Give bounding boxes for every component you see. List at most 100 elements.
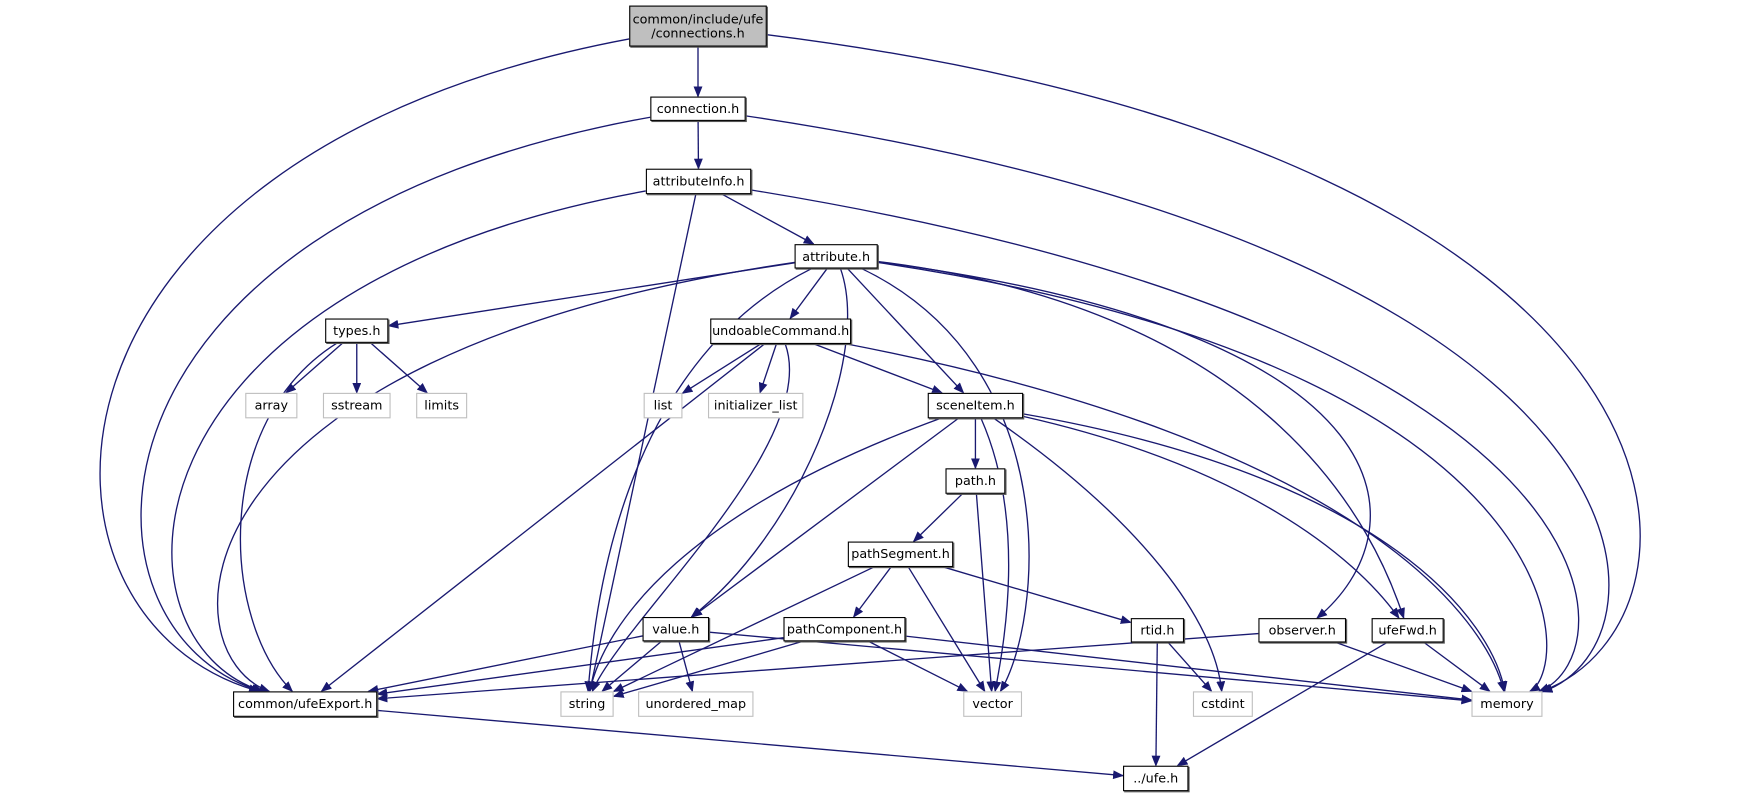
node-label: initializer_list — [713, 397, 798, 413]
edge-pathSegment-to-pathComponent — [852, 566, 892, 618]
edge-pathComponent-to-ufeExport — [376, 637, 784, 698]
node-vector: vector — [963, 691, 1023, 717]
edge-sceneItem-to-vector — [980, 418, 1010, 693]
edge-ufeExport-to-ufe — [377, 709, 1125, 780]
edge-sceneItem-to-cstdint — [993, 417, 1226, 693]
node-label: ../ufe.h — [1133, 770, 1179, 786]
edge-attribute-to-vector — [861, 267, 1030, 693]
edge-attributeInfo-to-memory — [751, 189, 1580, 692]
edge-types-to-ufeExport — [239, 342, 338, 693]
edge-attributeInfo-to-ufeExport — [171, 190, 646, 693]
edge-pathSegment-to-vector — [907, 566, 986, 693]
node-attributeinfo-h[interactable]: attributeInfo.h — [645, 168, 752, 195]
node-label: attribute.h — [802, 248, 871, 264]
edge-rtid-to-ufe — [1151, 642, 1161, 767]
edge-path-to-vector — [975, 493, 996, 693]
edge-sceneItem-to-memory — [1023, 413, 1508, 693]
node-memory: memory — [1471, 691, 1543, 717]
edge-attribute-to-string — [584, 267, 812, 693]
node-value-h[interactable]: value.h — [642, 616, 710, 642]
edge-pathComponent-to-string — [612, 640, 803, 698]
edge-value-to-memory — [709, 631, 1473, 705]
edge-observer-to-memory — [1335, 641, 1473, 693]
node-label: unordered_map — [645, 695, 747, 712]
edge-rtid-to-cstdint — [1167, 642, 1213, 693]
edge-types-to-array — [285, 342, 344, 394]
edge-connection-to-memory — [745, 115, 1610, 693]
edge-attribute-to-observer — [877, 261, 1371, 619]
edge-connection-to-ufeExport — [140, 116, 651, 693]
edge-attributeInfo-to-attribute — [721, 193, 815, 245]
node-label: observer.h — [1268, 621, 1336, 638]
edge-value-to-ufeExport — [367, 635, 643, 694]
edge-sceneItem-to-ufeFwd — [1022, 415, 1400, 620]
node-label: sstream — [331, 397, 383, 413]
node-sstream: sstream — [322, 392, 391, 419]
node-label: vector — [972, 695, 1013, 712]
node-undoablecommand-h[interactable]: undoableCommand.h — [710, 318, 852, 345]
edge-value-to-string — [601, 640, 662, 693]
node-connections-h[interactable]: common/include/ufe /connections.h — [629, 5, 767, 47]
node-label: limits — [424, 397, 460, 413]
node-ufefwd-h[interactable]: ufeFwd.h — [1371, 618, 1444, 643]
node-common-ufeexport-h[interactable]: common/ufeExport.h — [233, 691, 378, 717]
node-label: sceneItem.h — [936, 397, 1015, 413]
edge-undoableCommand-to-ufeExport — [320, 343, 765, 693]
node-pathsegment-h[interactable]: pathSegment.h — [847, 541, 954, 568]
node-label: undoableCommand.h — [712, 322, 850, 339]
node-label: ufeFwd.h — [1378, 621, 1437, 638]
node-list: list — [643, 392, 683, 419]
node-label: list — [653, 397, 673, 413]
node-string: string — [560, 691, 614, 717]
edge-sceneItem-to-value — [691, 417, 959, 618]
node-label: cstdint — [1201, 695, 1245, 712]
edge-path-to-pathSegment — [912, 493, 963, 543]
node-label: /connections.h — [651, 24, 745, 41]
node-attribute-h[interactable]: attribute.h — [794, 244, 878, 269]
node-observer-h[interactable]: observer.h — [1258, 618, 1347, 643]
node-array: array — [245, 392, 298, 419]
edge-undoableCommand-to-list — [681, 343, 761, 394]
edge-pathComponent-to-vector — [868, 640, 969, 692]
node-rtid-h[interactable]: rtid.h — [1130, 618, 1185, 643]
edge-undoableCommand-to-initializer_list — [758, 343, 778, 394]
edge-sceneItem-to-string — [587, 417, 941, 693]
edge-attribute-to-ufeFwd — [877, 260, 1405, 620]
node-label: common/include/ufe — [632, 10, 764, 27]
edge-connections-to-memory — [766, 34, 1641, 693]
node-label: common/ufeExport.h — [238, 695, 373, 712]
edge-attribute-to-memory — [877, 261, 1548, 692]
edge-undoableCommand-to-sceneItem — [813, 343, 944, 394]
edge-observer-to-ufeExport — [376, 632, 1259, 703]
node-cstdint: cstdint — [1192, 691, 1253, 717]
node-label: pathComponent.h — [786, 620, 903, 637]
node-label: connection.h — [656, 100, 740, 116]
node-sceneitem-h[interactable]: sceneItem.h — [927, 392, 1024, 419]
node-label: path.h — [954, 472, 997, 489]
node-connection-h[interactable]: connection.h — [650, 96, 746, 121]
node-pathcomponent-h[interactable]: pathComponent.h — [783, 616, 906, 642]
edge-pathSegment-to-rtid — [943, 566, 1132, 624]
node-unordered-map: unordered_map — [638, 691, 754, 717]
edge-attribute-to-undoableCommand — [789, 268, 828, 320]
edge-value-to-unordered_map — [678, 641, 695, 693]
node-label: rtid.h — [1140, 621, 1175, 638]
node-path-h[interactable]: path.h — [945, 468, 1006, 494]
edge-types-to-limits — [370, 342, 429, 394]
node-types-h[interactable]: types.h — [325, 318, 389, 343]
edge-attribute-to-sceneItem — [847, 268, 965, 394]
node-ufe-h[interactable]: ../ufe.h — [1123, 765, 1189, 792]
edge-attribute-to-value — [690, 268, 849, 618]
edge-ufeFwd-to-memory — [1423, 641, 1491, 693]
edge-attributeInfo-to-string — [587, 194, 697, 693]
node-label: value.h — [652, 620, 700, 637]
node-initializer-list: initializer_list — [707, 392, 804, 419]
node-label: array — [254, 397, 289, 413]
edge-pathComponent-to-memory — [905, 635, 1473, 704]
node-label: attributeInfo.h — [652, 173, 745, 189]
node-label: memory — [1480, 695, 1534, 712]
edge-connections-to-ufeExport — [99, 38, 630, 693]
edge-pathSegment-to-string — [612, 566, 875, 692]
edge-undoableCommand-to-string — [591, 343, 791, 693]
